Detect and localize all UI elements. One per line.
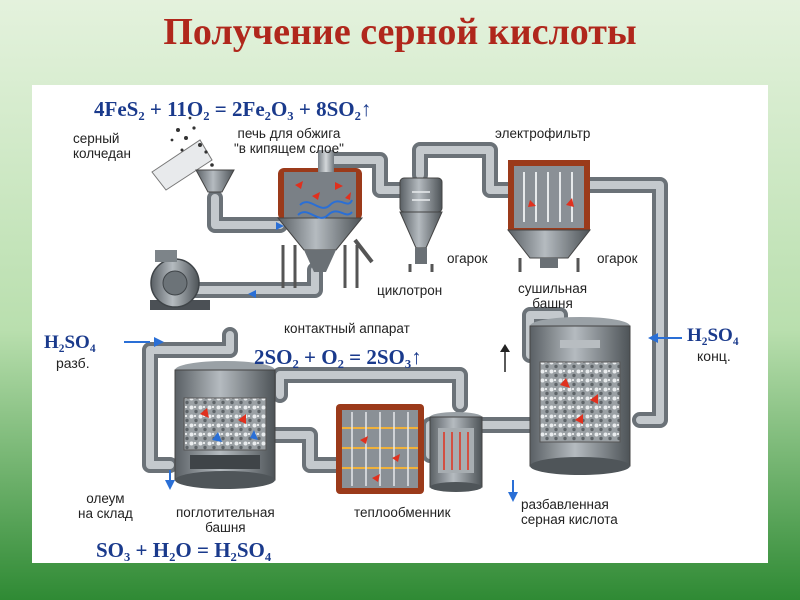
acid-dilute-text: разб. [56, 355, 90, 371]
label-cinder-cyclone: огарок [447, 251, 488, 266]
label-cinder-filter: огарок [597, 251, 638, 266]
drying-tower [529, 317, 631, 475]
flow-arrows [124, 222, 682, 502]
label-drying-line2: башня [532, 296, 573, 311]
label-dilute-line2: серная кислота [521, 512, 618, 527]
fluidized-bed-furnace [276, 150, 374, 288]
roasting-equation: 4FeS₂ + 11O₂ = 2Fe₂O₃ + 8SO₂↑ [94, 97, 372, 121]
pyrite-feeder [151, 116, 235, 193]
air-blower [150, 250, 210, 310]
electrofilter [506, 160, 592, 272]
label-drying-line1: сушильная [518, 281, 588, 296]
arrow-oleum-out [165, 480, 175, 490]
slide-title: Получение серной кислоты [163, 11, 637, 53]
contact-apparatus [336, 404, 424, 494]
label-cyclotron: циклотрон [377, 283, 443, 298]
arrow-acid-in [154, 337, 164, 347]
label-drying-tower: сушильная башня [518, 281, 587, 311]
arrow-dilute-out [508, 492, 518, 502]
arrow-air-in [248, 290, 256, 298]
arrow-conc-in [648, 333, 658, 343]
label-heat-exchanger: теплообменник [354, 505, 451, 520]
absorption-tower [174, 361, 276, 489]
acid-conc-text: конц. [697, 348, 731, 364]
label-furnace-line2: "в кипящем слое" [234, 141, 344, 156]
acid-conc-input: H₂SO₄ конц. [687, 326, 739, 366]
label-pyrite-line2: колчедан [73, 146, 131, 161]
contact-equation: 2SO₂ + O₂ = 2SO₃↑ [254, 345, 422, 369]
absorption-equation: SO₃ + H₂O = H₂SO₄ [96, 538, 272, 562]
label-pyrite: серный колчедан [73, 131, 131, 161]
label-absorber-line2: башня [205, 520, 246, 535]
label-furnace-line1: печь для обжига [237, 126, 341, 141]
label-dilute-line1: разбавленная [521, 497, 609, 512]
label-oleum-line2: на склад [78, 506, 133, 521]
label-oleum-line1: олеум [86, 491, 125, 506]
acid-dilute-input: H₂SO₄ разб. [44, 333, 96, 373]
label-contact-apparatus: контактный аппарат [284, 321, 410, 336]
acid-conc-formula: H₂SO₄ [687, 325, 739, 346]
cyclone-separator [399, 177, 443, 272]
label-furnace: печь для обжига "в кипящем слое" [234, 126, 344, 156]
label-oleum: олеум на склад [78, 491, 133, 521]
label-electrofilter: электрофильтр [495, 126, 591, 141]
acid-dilute-formula: H₂SO₄ [44, 332, 96, 353]
label-dilute-acid: разбавленная серная кислота [521, 497, 618, 527]
label-absorption-tower: поглотительная башня [176, 505, 275, 535]
heat-exchanger [429, 412, 483, 492]
label-absorber-line1: поглотительная [176, 505, 275, 520]
label-pyrite-line1: серный [73, 131, 120, 146]
